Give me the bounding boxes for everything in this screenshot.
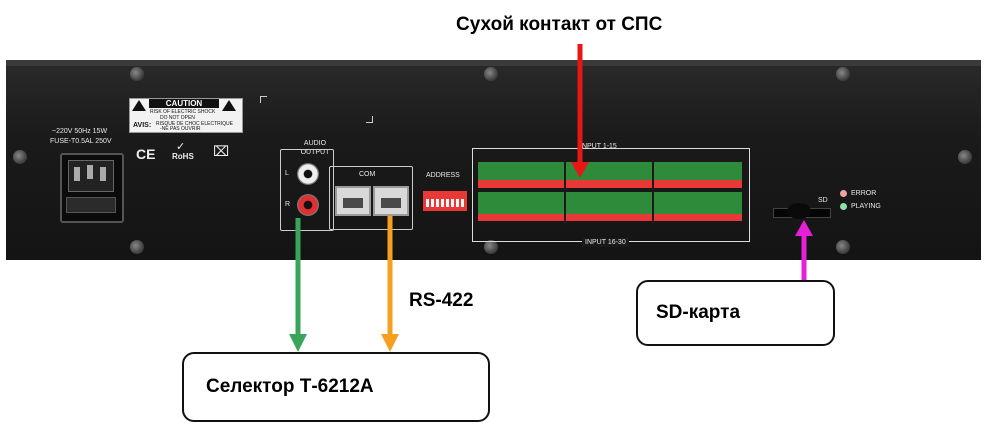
com-label: COM (359, 171, 376, 178)
jack-r-label: R (285, 201, 291, 208)
weee-bin-icon: ⌧ (213, 143, 230, 159)
caution-heading: CAUTION (149, 99, 219, 108)
terminal-divider (564, 160, 566, 224)
screw-icon (130, 67, 144, 81)
sd-slot-recess (787, 203, 811, 219)
power-pin-icon (100, 167, 106, 181)
audio-jack-left (297, 163, 319, 185)
address-label: ADDRESS (426, 172, 460, 179)
sd-card-callout-text: SD-карта (656, 302, 741, 323)
playing-led (840, 203, 847, 210)
terminal-screws-bottom (478, 214, 742, 221)
fuse-label: FUSE-T0.5AL 250V (50, 138, 112, 145)
avis-label: AVIS: (133, 122, 152, 129)
fuse-holder (66, 197, 116, 213)
screw-icon (484, 67, 498, 81)
rj45-opening (381, 198, 401, 208)
warning-triangle-icon (132, 100, 146, 111)
magenta-arrow (795, 220, 813, 282)
rj45-opening (343, 198, 363, 208)
screw-icon (958, 150, 972, 164)
terminal-divider (652, 160, 654, 224)
sd-card-callout: SD-карта (636, 280, 835, 346)
input-top-label: INPUT 1-15 (577, 142, 620, 151)
playing-label: PLAYING (851, 203, 881, 210)
jack-l-label: L (285, 170, 289, 177)
corner-mark (260, 96, 267, 103)
terminal-row-bottom (478, 192, 742, 214)
orange-arrow (381, 216, 399, 352)
sd-label: SD (818, 197, 828, 204)
avis-line1: RISQUE DE CHOC ELECTRIQUE (156, 121, 233, 127)
caution-line1: RISK OF ELECTRIC SHOCK (150, 109, 216, 115)
title-dry-contact: Сухой контакт от СПС (456, 14, 663, 35)
corner-mark (366, 116, 373, 123)
screw-icon (130, 240, 144, 254)
com-frame (329, 166, 413, 230)
terminal-screws-top (478, 180, 742, 188)
panel-top-edge (6, 60, 981, 66)
power-pin-icon (87, 165, 93, 179)
screw-icon (484, 240, 498, 254)
error-led (840, 190, 847, 197)
avis-line2: -NE PAS OUVRIR (160, 126, 201, 132)
rohs-mark-icon: RoHS (172, 152, 194, 161)
power-rating-label: ~220V 50Hz 15W (52, 128, 108, 135)
screw-icon (13, 150, 27, 164)
screw-icon (836, 240, 850, 254)
selector-callout: Селектор Т-6212А (182, 352, 490, 422)
ce-mark-icon: CE (136, 146, 156, 162)
selector-callout-text: Селектор Т-6212А (206, 376, 374, 397)
input-bottom-label: INPUT 16-30 (582, 238, 629, 247)
terminal-row-top (478, 162, 742, 180)
dip-switch-levers (426, 199, 464, 207)
checkmark-icon: ✓ (176, 141, 186, 153)
rs422-label: RS-422 (409, 290, 474, 311)
red-arrow (571, 44, 589, 178)
audio-output-frame (280, 149, 334, 231)
audio-jack-right (297, 194, 319, 216)
warning-triangle-icon (222, 100, 236, 111)
error-label: ERROR (851, 190, 877, 197)
device-rear-panel (6, 60, 981, 260)
power-pin-icon (74, 167, 80, 181)
caution-line2: DO NOT OPEN (160, 115, 195, 121)
green-arrow (289, 218, 307, 352)
screw-icon (836, 67, 850, 81)
audio-output-label: AUDIO OUTPUT (300, 140, 330, 156)
